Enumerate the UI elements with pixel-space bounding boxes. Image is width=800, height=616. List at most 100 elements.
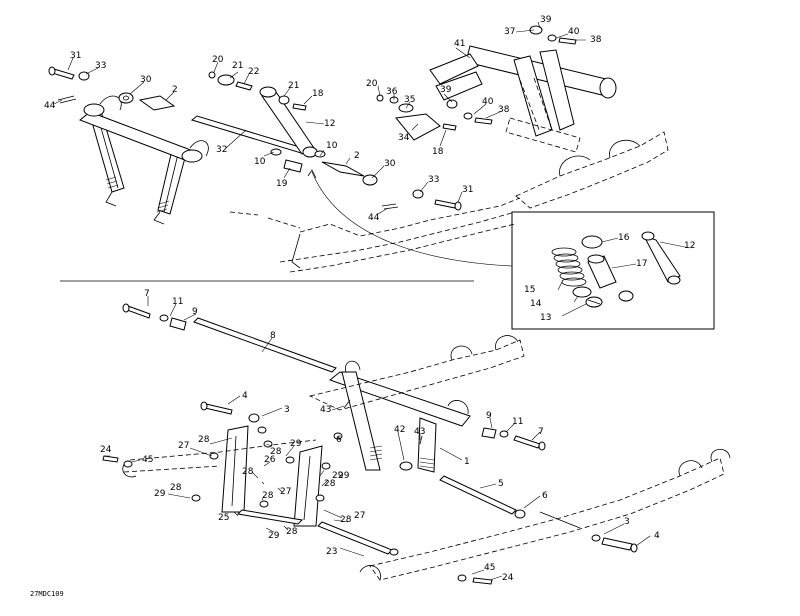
callout-15: 15 [524, 285, 535, 295]
lock-washer [618, 290, 634, 302]
callout-22: 22 [248, 67, 259, 77]
callout-40: 40 [568, 27, 580, 37]
front-slide-rail-outline [229, 197, 521, 237]
callout-28: 28 [198, 435, 210, 445]
washer-33-right [412, 189, 424, 199]
callout-30: 30 [384, 159, 396, 169]
callout-33: 33 [95, 61, 106, 71]
washer-28-e [315, 494, 325, 502]
callout-28: 28 [340, 515, 352, 525]
callout-25: 25 [218, 513, 229, 523]
callout-19: 19 [276, 179, 288, 189]
callout-9: 9 [486, 411, 492, 421]
upper-rear-bracket-assembly [376, 25, 669, 209]
pin-44-left [57, 95, 77, 104]
washer-11-left [159, 314, 169, 322]
washer-30-right [362, 174, 378, 186]
rear-slide-rail-outline [515, 131, 669, 209]
callout-6: 6 [542, 491, 548, 501]
cross-shaft-main [328, 371, 471, 427]
callout-13: 13 [540, 313, 551, 323]
link-plate-right [293, 445, 323, 527]
callout-28: 28 [242, 467, 254, 477]
callout-30: 30 [140, 75, 152, 85]
callout-38: 38 [590, 35, 602, 45]
washer-45-right [457, 574, 467, 582]
callout-29: 29 [338, 471, 350, 481]
washer-21-right [278, 95, 290, 105]
callout-18: 18 [432, 147, 444, 157]
spacer-19 [283, 159, 303, 173]
callout-1: 1 [464, 457, 470, 467]
callout-12: 12 [684, 241, 695, 251]
callout-16: 16 [618, 233, 630, 243]
callout-11: 11 [512, 417, 523, 427]
washer-10-left [270, 148, 282, 156]
bolt-43-left [343, 399, 351, 409]
washer-28-b [285, 456, 295, 464]
callout-8: 8 [270, 331, 276, 341]
callout-7: 7 [538, 427, 544, 437]
callout-12: 12 [324, 119, 335, 129]
callout-44: 44 [44, 101, 56, 111]
rear-arm-left [341, 371, 381, 471]
spacer-21-top [235, 81, 253, 91]
bolt-7-left [126, 305, 151, 319]
callout-38: 38 [498, 105, 510, 115]
callout-14: 14 [530, 299, 542, 309]
callout-36: 36 [386, 87, 398, 97]
callout-7: 7 [144, 289, 150, 299]
pin-tube-2-right [321, 161, 365, 177]
callout-28: 28 [286, 527, 298, 537]
callout-32: 32 [216, 145, 227, 155]
callout-29: 29 [268, 531, 280, 541]
bushing-9-left [169, 317, 187, 331]
drawing-code: 27MDC109 [30, 590, 64, 598]
callout-27: 27 [354, 511, 365, 521]
callout-21: 21 [232, 61, 243, 71]
callout-41: 41 [454, 39, 465, 49]
callout-labels: 31 33 44 30 2 20 21 22 21 18 12 32 10 10… [30, 15, 695, 598]
callout-18: 18 [312, 89, 324, 99]
washer-10-right [314, 150, 326, 158]
callout-29: 29 [332, 471, 344, 481]
washer-40-mid [463, 112, 473, 120]
callout-23: 23 [326, 547, 337, 557]
washer-28-c [209, 452, 219, 460]
callout-5: 5 [498, 479, 504, 489]
callout-4: 4 [654, 531, 660, 541]
callout-35: 35 [404, 95, 415, 105]
rod-8 [193, 317, 337, 373]
callout-24: 24 [100, 445, 112, 455]
callout-31: 31 [462, 185, 473, 195]
bolt-38-top [558, 37, 577, 45]
washer-45-left [123, 460, 133, 468]
washer-3-right [591, 534, 601, 542]
bushing-37 [529, 25, 543, 35]
bracket-42 [399, 461, 413, 471]
callout-29: 29 [290, 439, 302, 449]
washer-40-top [547, 34, 557, 42]
bolt-18-right [442, 123, 457, 131]
callout-31: 31 [70, 51, 81, 61]
callout-27: 27 [280, 487, 291, 497]
callout-34: 34 [398, 133, 410, 143]
callout-40: 40 [482, 97, 494, 107]
bolt-24-right [472, 577, 493, 585]
bolt-18-top [292, 103, 307, 111]
callout-27: 27 [178, 441, 189, 451]
callout-43: 43 [414, 427, 425, 437]
callout-20: 20 [366, 79, 378, 89]
bolt-4-right [601, 537, 633, 551]
bushing-9-right [481, 427, 497, 439]
callout-3: 3 [284, 405, 290, 415]
callout-17: 17 [636, 259, 647, 269]
callout-28: 28 [270, 447, 282, 457]
front-arm-right-leg [157, 149, 187, 215]
callout-3: 3 [624, 517, 630, 527]
washer-6-right [514, 509, 526, 519]
callout-43: 43 [320, 405, 331, 415]
rear-right-slide-rail [308, 339, 525, 411]
callout-24: 24 [502, 573, 514, 583]
